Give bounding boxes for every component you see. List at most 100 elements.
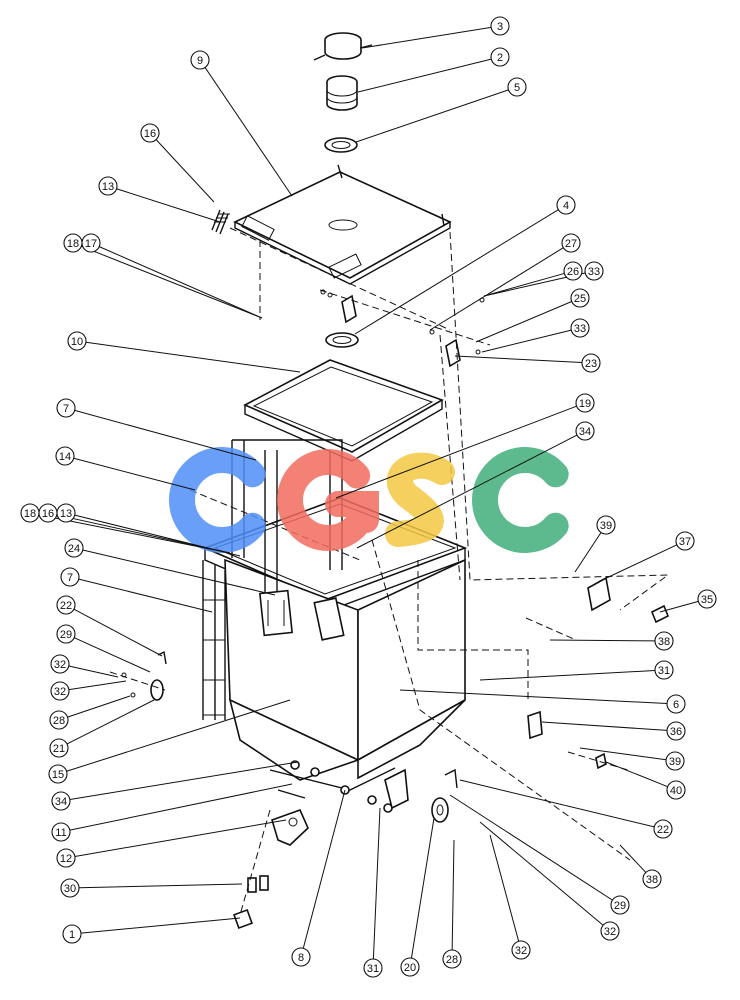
part-drain-valve bbox=[233, 789, 309, 929]
callout-leader bbox=[451, 839, 455, 951]
callout-label: 33 bbox=[588, 266, 600, 278]
watermark-logo bbox=[169, 447, 569, 553]
callout-bubble bbox=[56, 848, 76, 868]
callout-leader bbox=[78, 578, 213, 613]
callout-leader bbox=[479, 821, 604, 926]
callout-35: 35 bbox=[697, 589, 717, 609]
callout-7: 7 bbox=[56, 398, 76, 418]
callout-leader bbox=[356, 434, 578, 549]
callout-leader bbox=[73, 457, 196, 491]
callout-label: 34 bbox=[55, 796, 67, 808]
callout-label: 29 bbox=[614, 900, 626, 912]
callout-bubble bbox=[697, 589, 717, 609]
callout-label: 24 bbox=[68, 543, 80, 555]
callout-label: 36 bbox=[670, 726, 682, 738]
callout-leader bbox=[80, 917, 241, 934]
callout-1: 1 bbox=[62, 924, 82, 944]
callout-bubble bbox=[490, 16, 510, 36]
callout-8: 8 bbox=[291, 947, 311, 967]
assembly-lines bbox=[109, 227, 670, 916]
callout-bubble bbox=[654, 660, 674, 680]
callout-38: 38 bbox=[642, 869, 662, 889]
callout-label: 40 bbox=[670, 785, 682, 797]
callout-label: 39 bbox=[600, 520, 612, 532]
callout-label: 27 bbox=[565, 238, 577, 250]
callout-label: 8 bbox=[298, 952, 304, 964]
callout-leader bbox=[69, 783, 293, 831]
callout-26: 26 bbox=[563, 261, 583, 281]
callout-5: 5 bbox=[507, 77, 527, 97]
callout-32: 32 bbox=[50, 681, 70, 701]
callout-bubble bbox=[363, 958, 383, 978]
part-fitting bbox=[326, 75, 358, 111]
callout-leader bbox=[99, 246, 263, 319]
callout-16: 16 bbox=[38, 503, 58, 523]
callout-bubble bbox=[596, 515, 616, 535]
part-gasket-top bbox=[324, 137, 358, 153]
callout-leader bbox=[73, 637, 151, 673]
callout-leader bbox=[429, 247, 564, 331]
callout-bubble bbox=[49, 738, 69, 758]
callout-leader bbox=[489, 834, 520, 942]
callout-label: 2 bbox=[497, 52, 503, 64]
callout-30: 30 bbox=[60, 878, 80, 898]
callout-label: 6 bbox=[673, 699, 679, 711]
callout-leader bbox=[481, 329, 572, 353]
callout-bubble bbox=[51, 791, 71, 811]
callout-39: 39 bbox=[665, 751, 685, 771]
callout-label: 29 bbox=[60, 629, 72, 641]
callout-bubble bbox=[556, 195, 576, 215]
callout-bubble bbox=[600, 921, 620, 941]
callout-label: 34 bbox=[579, 426, 591, 438]
callout-label: 35 bbox=[701, 594, 713, 606]
callout-16: 16 bbox=[140, 123, 160, 143]
watermark-letter-c bbox=[472, 447, 569, 553]
callout-label: 18 bbox=[24, 508, 36, 520]
callout-leader bbox=[361, 26, 492, 49]
callout-bubble bbox=[400, 957, 420, 977]
callout-label: 4 bbox=[563, 200, 569, 212]
callout-bubble bbox=[190, 50, 210, 70]
callout-bubble bbox=[56, 595, 76, 615]
callout-label: 13 bbox=[102, 181, 114, 193]
callout-34: 34 bbox=[51, 791, 71, 811]
callout-label: 33 bbox=[574, 323, 586, 335]
callout-label: 15 bbox=[52, 769, 64, 781]
callout-leader bbox=[74, 409, 257, 461]
callout-label: 10 bbox=[71, 336, 83, 348]
callout-21: 21 bbox=[49, 738, 69, 758]
callout-bubble bbox=[666, 694, 686, 714]
callout-label: 22 bbox=[60, 600, 72, 612]
callout-bubble bbox=[56, 624, 76, 644]
callout-34: 34 bbox=[575, 421, 595, 441]
callout-label: 32 bbox=[515, 945, 527, 957]
callout-29: 29 bbox=[610, 895, 630, 915]
callout-label: 39 bbox=[669, 756, 681, 768]
callout-31: 31 bbox=[363, 958, 383, 978]
callout-4: 4 bbox=[556, 195, 576, 215]
callout-bubble bbox=[490, 47, 510, 67]
callout-bubble bbox=[48, 764, 68, 784]
callout-28: 28 bbox=[49, 710, 69, 730]
callout-label: 32 bbox=[54, 686, 66, 698]
callout-bubble bbox=[642, 869, 662, 889]
callout-bubble bbox=[570, 288, 590, 308]
callout-label: 19 bbox=[579, 398, 591, 410]
part-latch-plates bbox=[259, 589, 345, 641]
callout-bubble bbox=[49, 710, 69, 730]
part-left-fittings bbox=[121, 650, 167, 701]
callout-label: 1 bbox=[69, 929, 75, 941]
callout-bubble bbox=[56, 398, 76, 418]
callout-label: 23 bbox=[585, 358, 597, 370]
callout-6: 6 bbox=[666, 694, 686, 714]
callout-bubble bbox=[60, 878, 80, 898]
callout-28: 28 bbox=[442, 949, 462, 969]
callout-leader bbox=[74, 819, 287, 857]
callout-label: 38 bbox=[658, 636, 670, 648]
callout-bubble bbox=[665, 751, 685, 771]
callout-label: 16 bbox=[144, 128, 156, 140]
callout-leader bbox=[399, 689, 668, 705]
callout-leader bbox=[459, 779, 655, 828]
callout-bubble bbox=[653, 819, 673, 839]
